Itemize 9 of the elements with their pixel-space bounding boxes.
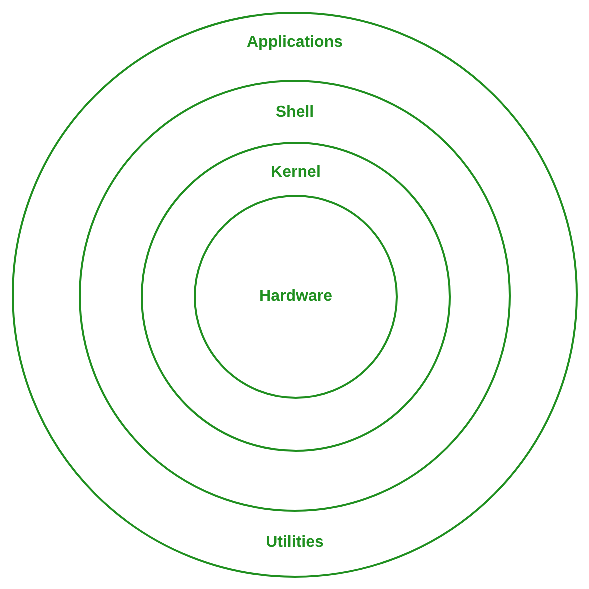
layer-label: Hardware: [260, 288, 332, 306]
layer-label: Utilities: [266, 534, 324, 552]
circle-layer: [79, 80, 511, 512]
layer-label: Kernel: [271, 164, 321, 182]
layer-label: Shell: [276, 104, 314, 122]
circle-layer: [12, 12, 578, 578]
layer-label: Applications: [247, 34, 343, 52]
circle-layer: [141, 142, 451, 452]
circle-layer: [194, 195, 398, 399]
